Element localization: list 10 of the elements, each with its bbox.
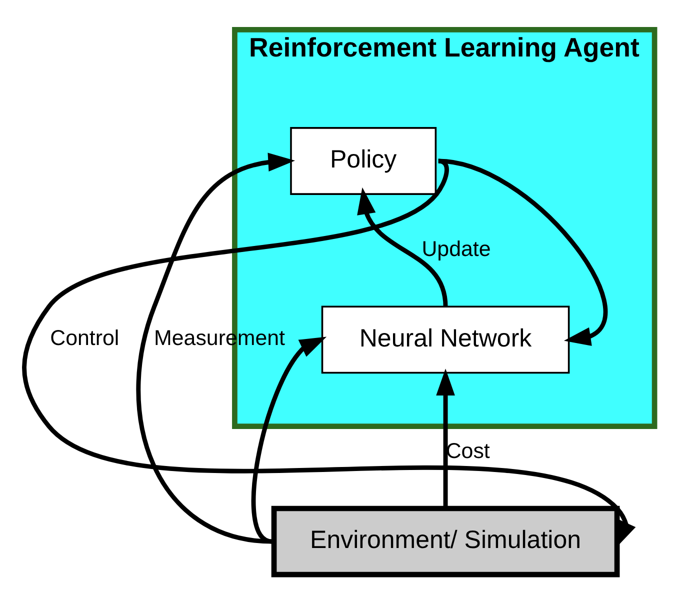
arrow — [136, 152, 295, 544]
node-box: Environment/ Simulation — [270, 506, 620, 578]
node-box: Neural Network — [320, 306, 570, 374]
edge-label: Update — [421, 236, 490, 261]
arrow — [436, 368, 454, 508]
arrow — [356, 187, 448, 307]
arrow — [250, 336, 326, 544]
edge-label: Control — [50, 326, 119, 350]
node-box: Policy — [290, 127, 436, 195]
edge-label: Cost — [445, 438, 490, 463]
